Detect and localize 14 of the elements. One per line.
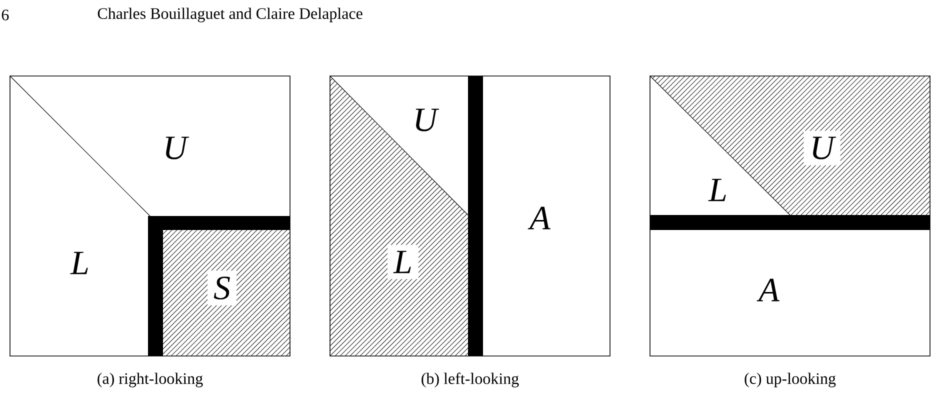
panel-caption: (b) left-looking bbox=[422, 372, 519, 388]
panel-caption: (c) up-looking bbox=[744, 372, 836, 388]
block-label: L bbox=[708, 178, 726, 202]
block-label: L bbox=[388, 244, 418, 280]
block-label: A bbox=[528, 206, 551, 230]
block-label: U bbox=[804, 130, 840, 166]
block-label: S bbox=[208, 270, 236, 306]
block-label: U bbox=[166, 136, 190, 160]
block-label: A bbox=[756, 278, 780, 302]
running-header: Charles Bouillaguet and Claire Delaplace bbox=[98, 8, 362, 22]
block-label: L bbox=[70, 252, 88, 274]
page-number: 6 bbox=[2, 10, 9, 20]
block-label: U bbox=[416, 108, 440, 132]
panel-caption: (a) right-looking bbox=[98, 372, 203, 388]
